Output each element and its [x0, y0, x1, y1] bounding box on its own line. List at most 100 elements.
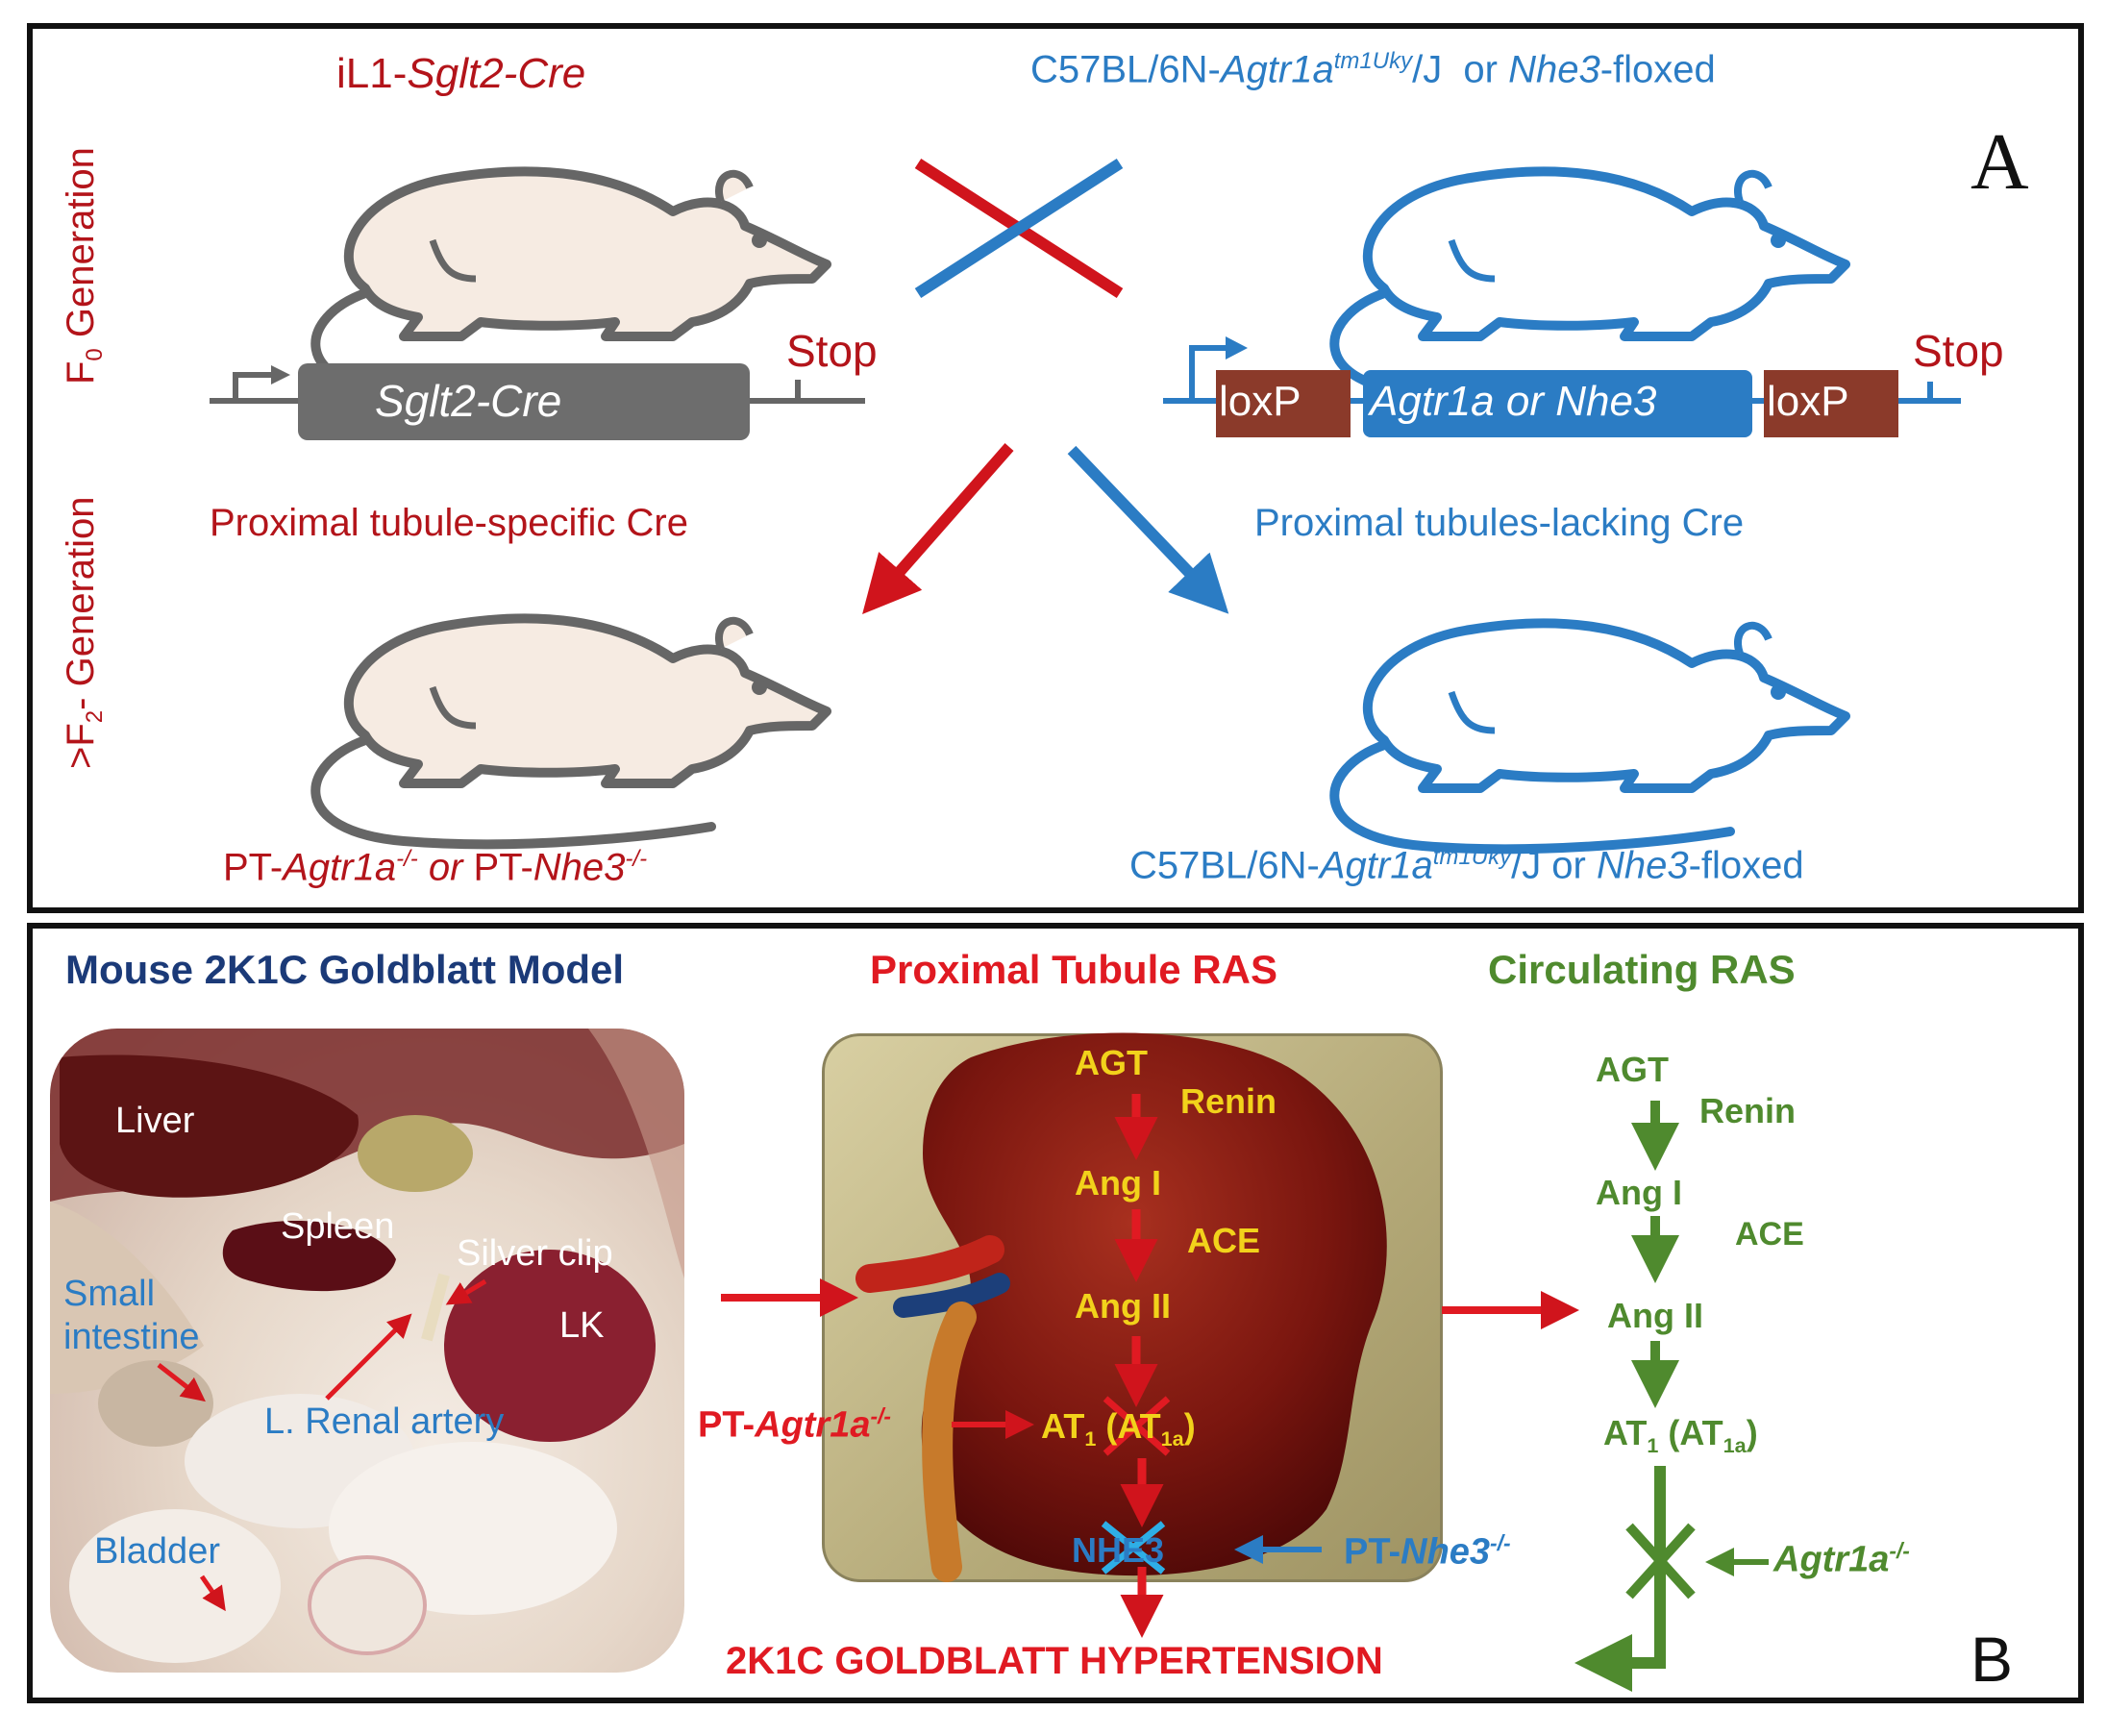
circ-path-to-hypertension — [1574, 1466, 1666, 1692]
label-sup: -/- — [396, 846, 418, 872]
loxp-left-label: loxP — [1219, 378, 1301, 425]
title-pt-ras: Proximal Tubule RAS — [870, 947, 1277, 992]
photo-label-bladder: Bladder — [94, 1531, 220, 1572]
title-part: Agtr1a — [1220, 48, 1334, 91]
loxp-right-box — [1764, 370, 1898, 437]
label-part: PT- — [698, 1404, 756, 1446]
mouse-icon-bottom-right — [1329, 618, 1850, 855]
stop-right-label: Stop — [1913, 326, 2004, 376]
title-plain: iL1- — [336, 50, 408, 97]
label-sup: tm1Uky — [1432, 844, 1512, 870]
circ-ang1: Ang I — [1596, 1173, 1682, 1212]
panel-a-label: A — [1971, 117, 2029, 207]
mouse-icon-top-left — [310, 166, 831, 403]
circ-ace: ACE — [1735, 1216, 1804, 1252]
title-circ-ras: Circulating RAS — [1488, 947, 1796, 992]
label-sup: -/- — [1889, 1538, 1910, 1563]
at1a-text: (AT — [1658, 1413, 1723, 1452]
mouse-icon-bottom-left — [310, 613, 831, 850]
loxp-left-box — [1216, 370, 1351, 437]
gene-box-label: Agtr1a or Nhe3 — [1370, 378, 1657, 425]
pt-agt: AGT — [1075, 1043, 1148, 1082]
cross-blue-line — [914, 158, 1124, 299]
pt-knockout-label: PT-Agtr1a-/- or PT-Nhe3-/- — [223, 846, 647, 889]
circ-ang2: Ang II — [1607, 1296, 1703, 1335]
label-part: Nhe3 — [533, 846, 626, 889]
title-model: Mouse 2K1C Goldblatt Model — [65, 947, 625, 992]
title-ital: Sglt2-Cre — [407, 50, 586, 97]
photo-label-silver-clip: Silver clip — [457, 1233, 613, 1274]
gene-box — [1363, 370, 1752, 437]
agtr1a-label: Agtr1a-/- — [1773, 1538, 1910, 1581]
pt-nhe3-label: PT-Nhe3-/- — [1344, 1530, 1511, 1574]
pt-specific-cre-label: Proximal tubule-specific Cre — [210, 502, 688, 544]
at1a-sub: 1a — [1160, 1426, 1184, 1451]
at1a-text: ) — [1183, 1406, 1196, 1446]
loxp-right-label: loxP — [1767, 378, 1849, 425]
at1-text: AT — [1603, 1413, 1648, 1452]
pt-ang1: Ang I — [1075, 1163, 1161, 1203]
pt-ang2: Ang II — [1075, 1286, 1171, 1326]
photo-label-liver: Liver — [115, 1101, 195, 1141]
label-part: Agtr1a — [1319, 844, 1433, 887]
label-part: Agtr1a — [1773, 1539, 1890, 1580]
label-part: Agtr1a — [283, 846, 397, 889]
label-sup: -/- — [1490, 1530, 1511, 1555]
sglt2-cre-box-label: Sglt2-Cre — [375, 376, 562, 426]
panel-b-label: B — [1971, 1624, 2014, 1695]
label-part: PT- — [223, 846, 284, 889]
label-part: or — [417, 846, 474, 889]
at1a-text: (AT — [1096, 1406, 1161, 1446]
label-part: PT- — [473, 846, 533, 889]
circ-renin: Renin — [1699, 1091, 1797, 1130]
photo-illustration — [50, 1029, 684, 1663]
arrow-red-offspring — [862, 443, 1014, 615]
renal-vein-icon — [893, 1273, 1010, 1318]
pt-at1: AT1 (AT1a) — [1041, 1406, 1196, 1451]
circ-at1: AT1 (AT1a) — [1603, 1413, 1758, 1458]
at1-sub: 1 — [1084, 1426, 1097, 1451]
at1a-sub: 1a — [1723, 1433, 1747, 1458]
photo-label-lk: LK — [559, 1305, 605, 1346]
pt-renin: Renin — [1180, 1081, 1277, 1121]
title-part: -floxed — [1599, 48, 1716, 91]
pt-lacking-cre-label: Proximal tubules-lacking Cre — [1254, 502, 1745, 544]
nhe3-block-x-2 — [1101, 1521, 1166, 1575]
label-part: Nhe3 — [1596, 844, 1689, 887]
stop-left-label: Stop — [786, 326, 878, 376]
arrow-blue-offspring — [1067, 445, 1229, 614]
at1-sub: 1 — [1647, 1433, 1659, 1458]
ureter-icon — [922, 1302, 977, 1582]
label-part: PT- — [1344, 1531, 1401, 1573]
label-part: Nhe3 — [1401, 1531, 1491, 1573]
photo-label-small-1: Small — [63, 1274, 156, 1314]
title-sup: tm1Uky — [1333, 48, 1413, 74]
pt-nhe3: NHE3 — [1072, 1530, 1165, 1570]
c57bl-title: C57BL/6N-Agtr1atm1Uky/J or Nhe3-floxed — [1030, 48, 1716, 91]
sglt2-cre-title: iL1-Sglt2-Cre — [336, 50, 585, 98]
circ-agt: AGT — [1596, 1050, 1669, 1089]
title-part: Nhe3 — [1508, 48, 1600, 91]
promoter-arrow-left — [233, 372, 279, 401]
label-part: -floxed — [1688, 844, 1804, 887]
photo-arrow-intestine — [157, 1363, 206, 1402]
sglt2-cre-box — [298, 363, 750, 440]
photo-arrow-silver-clip — [445, 1278, 487, 1305]
title-part: C57BL/6N- — [1030, 48, 1221, 91]
label-part: Agtr1a — [755, 1404, 871, 1446]
label-sup: -/- — [625, 846, 648, 872]
kidney-icon — [921, 1032, 1387, 1576]
photo-label-spleen: Spleen — [281, 1206, 395, 1247]
surgery-photo — [50, 1029, 684, 1673]
circ-block-x-2 — [1625, 1523, 1696, 1600]
hypertension-label: 2K1C GOLDBLATT HYPERTENSION — [726, 1640, 1383, 1682]
renal-artery-icon — [855, 1235, 1004, 1293]
pt-agtr1a-label: PT-Agtr1a-/- — [698, 1403, 891, 1447]
pt-ace: ACE — [1187, 1221, 1261, 1260]
photo-arrow-bladder — [199, 1575, 226, 1612]
label-part: /J or — [1511, 844, 1597, 887]
promoter-arrow-right — [1189, 345, 1230, 401]
control-label: C57BL/6N-Agtr1atm1Uky/J or Nhe3-floxed — [1129, 844, 1804, 887]
